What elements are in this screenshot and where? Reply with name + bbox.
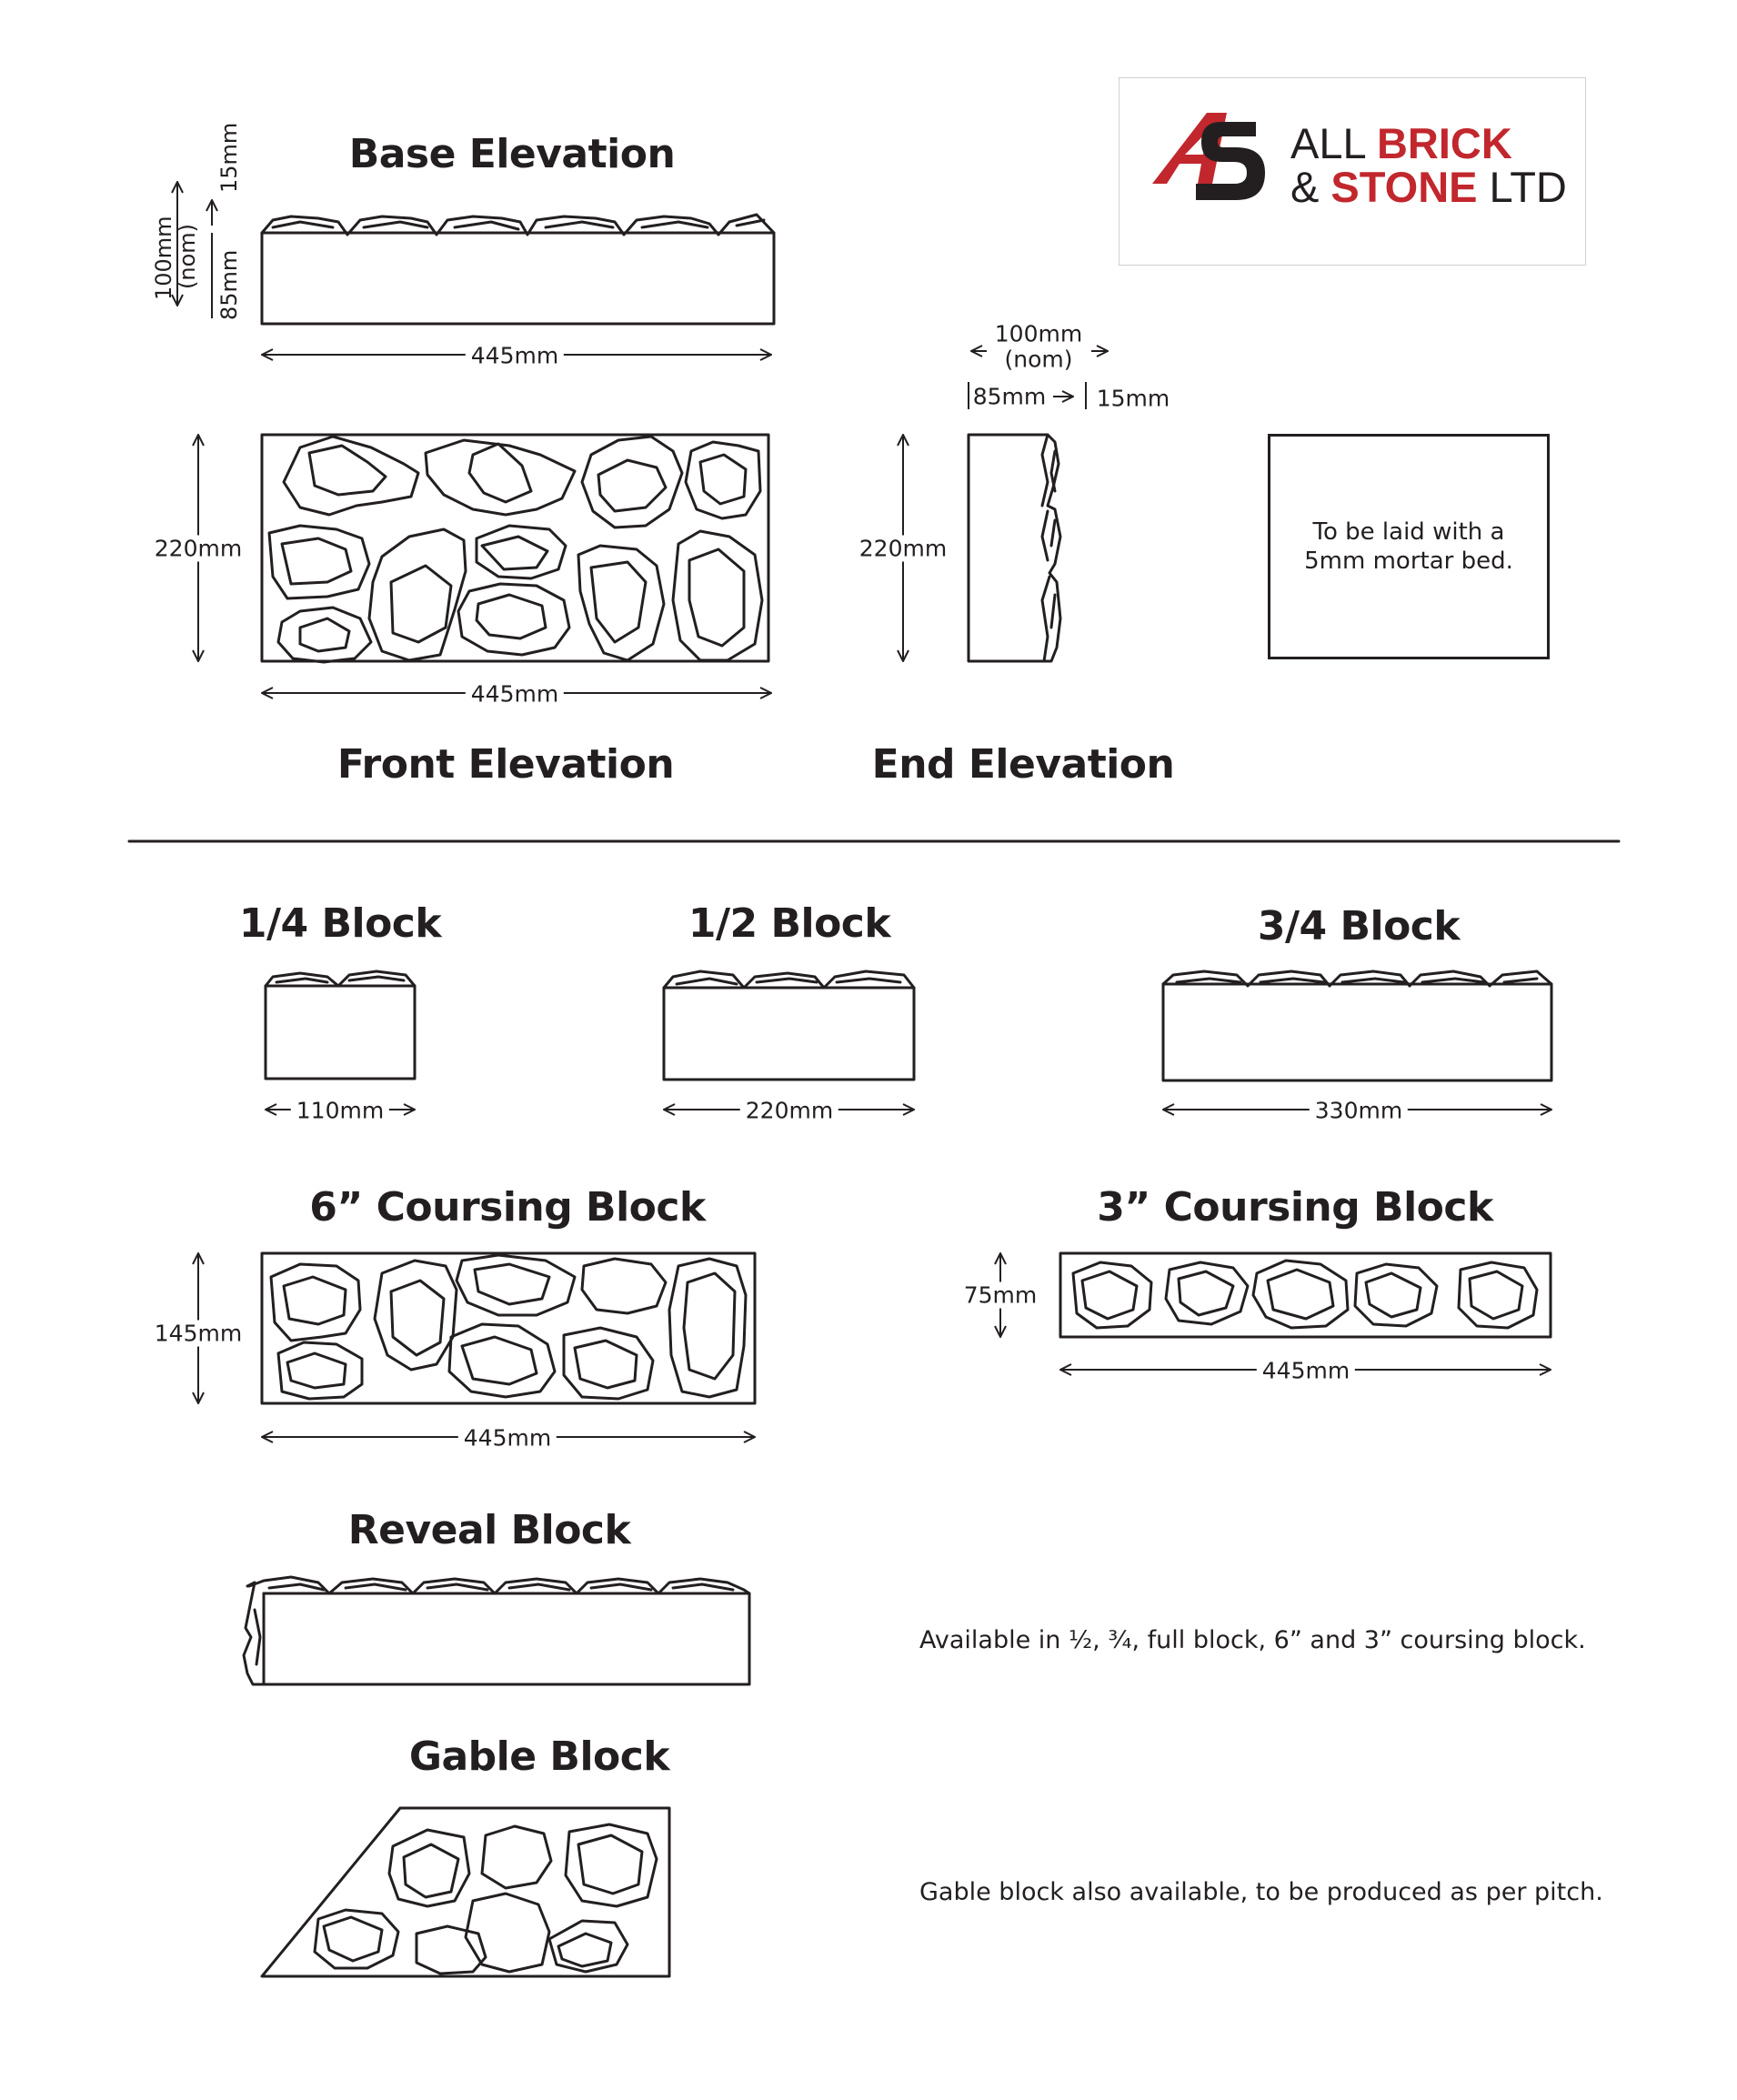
- base-height-sub-label: (nom): [175, 224, 200, 289]
- front-width-label: 445mm: [465, 680, 565, 708]
- three-quarter-width-label: 330mm: [1309, 1097, 1409, 1124]
- base-elevation-title: Base Elevation: [348, 131, 676, 177]
- half-block-title: 1/2 Block: [688, 900, 891, 947]
- base-elevation-drawing: [260, 213, 776, 326]
- logo-word-all: ALL: [1290, 119, 1377, 167]
- coursing-6-height-label: 145mm: [154, 1320, 243, 1347]
- base-height-label: 100mm: [151, 216, 176, 300]
- end-elevation-drawing: [967, 433, 1062, 663]
- mortar-note-line-1: To be laid with a: [1312, 518, 1505, 546]
- reveal-block-drawing: [242, 1575, 751, 1686]
- logo-line-2: & STONE LTD: [1290, 166, 1567, 208]
- logo-monogram-icon: [1152, 113, 1265, 200]
- end-depth-label: 100mm: [994, 320, 1083, 347]
- coursing-3-width-label: 445mm: [1256, 1357, 1356, 1384]
- quarter-block-title: 1/4 Block: [238, 900, 442, 947]
- mortar-note-box: To be laid with a 5mm mortar bed.: [1268, 434, 1550, 659]
- base-body-label: 85mm: [216, 249, 242, 320]
- gable-availability-note: Gable block also available, to be produc…: [919, 1878, 1603, 1906]
- half-width-label: 220mm: [739, 1097, 839, 1124]
- reveal-block-title: Reveal Block: [347, 1507, 631, 1553]
- quarter-width-label: 110mm: [290, 1097, 390, 1124]
- three-quarter-block-title: 3/4 Block: [1257, 903, 1461, 950]
- reveal-availability-note: Available in ½, ¾, full block, 6” and 3”…: [919, 1626, 1586, 1654]
- coursing-3-title: 3” Coursing Block: [1097, 1184, 1493, 1231]
- coursing-3-height-label: 75mm: [963, 1281, 1038, 1309]
- end-elevation-title: End Elevation: [871, 741, 1175, 788]
- front-elevation-title: Front Elevation: [336, 741, 675, 788]
- gable-block-title: Gable Block: [408, 1733, 670, 1780]
- base-width-label: 445mm: [465, 342, 565, 369]
- gable-block-drawing: [260, 1806, 671, 1978]
- half-block-drawing: [662, 970, 916, 1081]
- front-height-label: 220mm: [154, 535, 243, 562]
- logo-word-brick: BRICK: [1376, 119, 1512, 167]
- coursing-3-drawing: [1059, 1251, 1552, 1339]
- logo-word-stone: STONE: [1330, 163, 1478, 211]
- mortar-note-line-2: 5mm mortar bed.: [1304, 548, 1513, 575]
- logo-line-1: ALL BRICK: [1290, 122, 1512, 165]
- coursing-6-width-label: 445mm: [457, 1424, 557, 1452]
- base-cap-label: 15mm: [216, 122, 242, 193]
- coursing-6-drawing: [260, 1251, 757, 1405]
- end-height-label: 220mm: [858, 535, 948, 562]
- logo-word-ltd: LTD: [1477, 163, 1567, 211]
- three-quarter-block-drawing: [1161, 970, 1553, 1082]
- quarter-block-drawing: [264, 970, 417, 1080]
- logo-word-and: &: [1290, 163, 1331, 211]
- end-depth-sub-label: (nom): [1004, 346, 1073, 373]
- end-body-label: 85mm: [972, 383, 1047, 410]
- company-logo: ALL BRICK & STONE LTD: [1119, 77, 1586, 266]
- end-cap-label: 15mm: [1096, 385, 1170, 412]
- front-elevation-drawing: [260, 433, 770, 664]
- coursing-6-title: 6” Coursing Block: [309, 1184, 706, 1231]
